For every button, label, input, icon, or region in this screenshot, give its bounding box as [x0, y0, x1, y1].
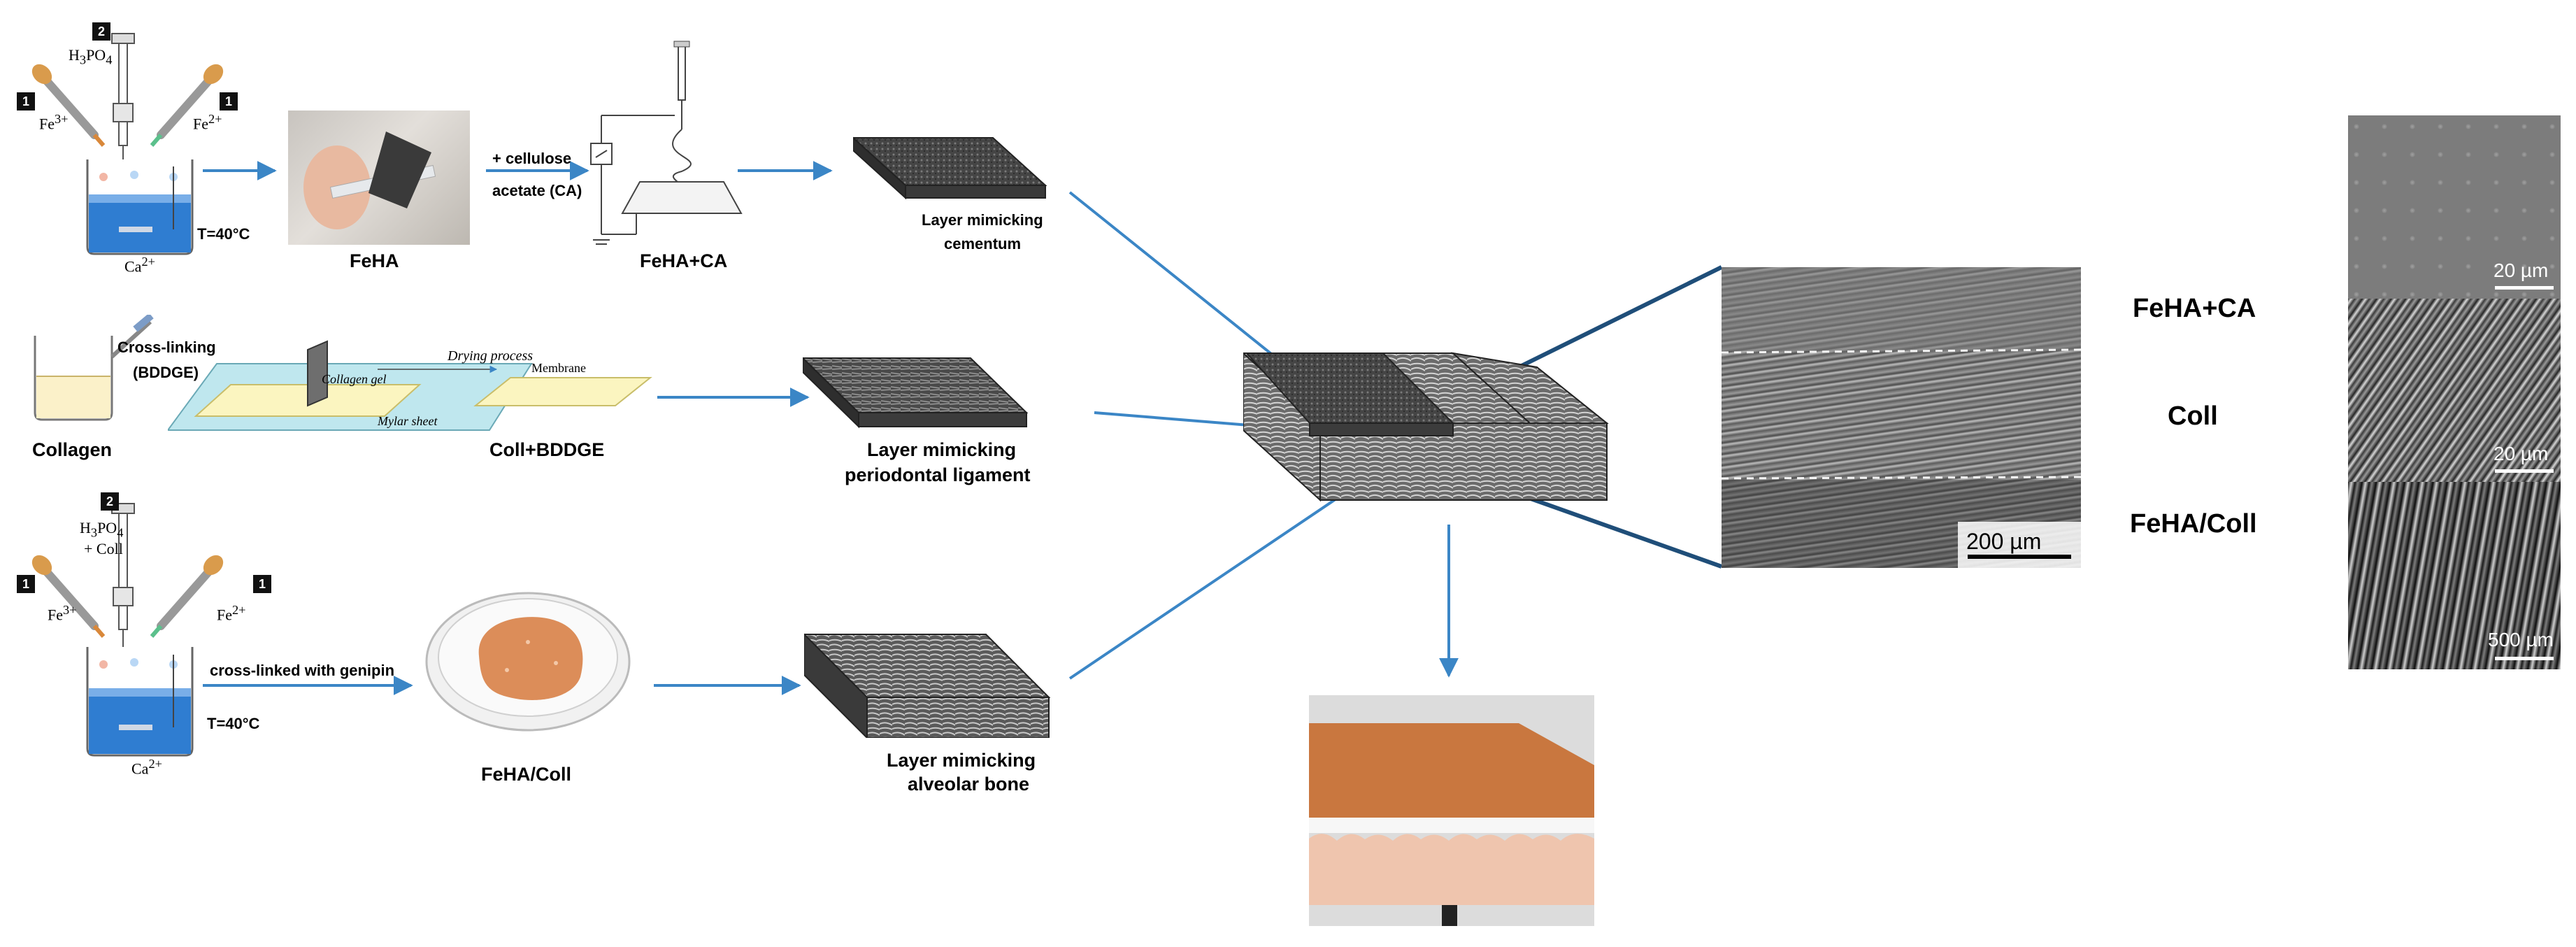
sem-strip-cementum: 20 µm — [2348, 115, 2561, 299]
collagen-label: Collagen — [32, 439, 113, 460]
collagen-gel-label: Collagen gel — [322, 372, 387, 386]
cementum-layer-tile — [851, 136, 1049, 213]
scale-bar-2 — [2495, 469, 2554, 473]
crosslinking-label-1: Cross-linking — [117, 339, 216, 356]
acid-label: H3PO4 — [69, 46, 113, 67]
beaker-illustration-2 — [31, 503, 224, 757]
layer-name-coll: Coll — [2168, 401, 2218, 431]
dropper-left-icon-2 — [31, 555, 106, 638]
sem-scale-20um-top: 20 µm — [2493, 259, 2549, 281]
beaker-setup-feha-coll: 1 2 1 H3PO4 + Coll Fe3+ Fe2+ Ca2+ T=40°C — [14, 490, 271, 783]
trilayer-sample-photo — [1309, 695, 1594, 926]
acid-plus-coll-label: + Coll — [84, 540, 123, 557]
step-badge-2-2: 2 — [101, 492, 119, 511]
acid-label-2: H3PO4 — [80, 519, 124, 540]
feha-label: FeHA — [350, 250, 399, 271]
sem-cross-section-image: 200 µm — [1722, 267, 2081, 568]
mylar-sheet-label: Mylar sheet — [378, 414, 438, 428]
ca-label: Ca2+ — [124, 255, 155, 276]
dropper-right-icon — [150, 64, 224, 147]
dropper-right-icon-2 — [150, 555, 224, 638]
electrospinning-setup — [587, 38, 748, 248]
pdl-label-2: periodontal ligament — [845, 464, 1031, 485]
sem-scale-500um: 500 µm — [2488, 629, 2554, 650]
sem-strip-pdl: 20 µm — [2348, 299, 2561, 482]
step-badge-2: 2 — [92, 22, 110, 41]
petri-dish-photo — [423, 586, 633, 733]
step-badge-1-right-2: 1 — [253, 575, 271, 593]
beaker-illustration — [31, 33, 224, 255]
cementum-label-2: cementum — [944, 235, 1022, 252]
layer-name-feha-ca: FeHA+CA — [2133, 294, 2256, 323]
bone-layer-tile — [802, 632, 1056, 740]
fe2-label-2: Fe2+ — [217, 603, 246, 624]
sem-strip-bone: 500 µm — [2348, 482, 2561, 669]
layer-name-feha-coll: FeHA/Coll — [2130, 509, 2257, 539]
collagen-beaker — [28, 313, 161, 427]
ca-label-2: Ca2+ — [131, 757, 162, 778]
collagen-beaker-icon — [34, 313, 154, 421]
bone-label-2: alveolar bone — [908, 774, 1030, 795]
arrow-label-genipin: cross-linked with genipin — [210, 662, 395, 679]
step-badge-1-left-2: 1 — [17, 575, 35, 593]
trilayer-scaffold-3d — [1241, 346, 1628, 507]
fe3-label: Fe3+ — [39, 112, 69, 133]
sem-scale-200um: 200 µm — [1966, 529, 2042, 554]
coll-bddge-label: Coll+BDDGE — [489, 439, 605, 460]
cementum-label-1: Layer mimicking — [922, 211, 1043, 229]
crosslinking-label-2: (BDDGE) — [133, 364, 199, 381]
arrow-bone-to-scaffold — [1068, 466, 1385, 680]
beaker-setup-feha: 1 2 1 H3PO4 Fe3+ Fe2+ Ca2+ T=40°C — [14, 20, 250, 278]
membrane-label: Membrane — [531, 361, 586, 375]
temp-label-2: T=40°C — [207, 715, 260, 732]
fe2-label: Fe2+ — [193, 112, 222, 133]
bone-label-1: Layer mimicking — [887, 750, 1036, 771]
arrow-label-ca: acetate (CA) — [492, 182, 582, 199]
temp-label: T=40°C — [197, 225, 250, 243]
drying-process-label: Drying process — [448, 348, 534, 364]
step-badge-1-left: 1 — [17, 92, 35, 111]
arrow-label-cellulose: + cellulose — [492, 150, 572, 167]
pdl-label-1: Layer mimicking — [867, 439, 1017, 460]
pdl-layer-tile — [801, 356, 1033, 441]
scale-bar-3 — [2495, 657, 2554, 660]
feha-ca-label: FeHA+CA — [640, 250, 728, 271]
scale-bar-1 — [2495, 286, 2554, 290]
feha-coll-label: FeHA/Coll — [481, 764, 572, 785]
fe3-label-2: Fe3+ — [48, 603, 77, 624]
step-badge-1-right: 1 — [220, 92, 238, 111]
electrospinning-icon — [590, 41, 743, 245]
dropper-left-icon — [31, 64, 106, 147]
membrane-casting-illustration: Collagen gel Drying process Membrane Myl… — [166, 329, 657, 441]
sem-scale-20um-mid: 20 µm — [2493, 443, 2549, 464]
feha-cast-photo — [288, 111, 470, 245]
